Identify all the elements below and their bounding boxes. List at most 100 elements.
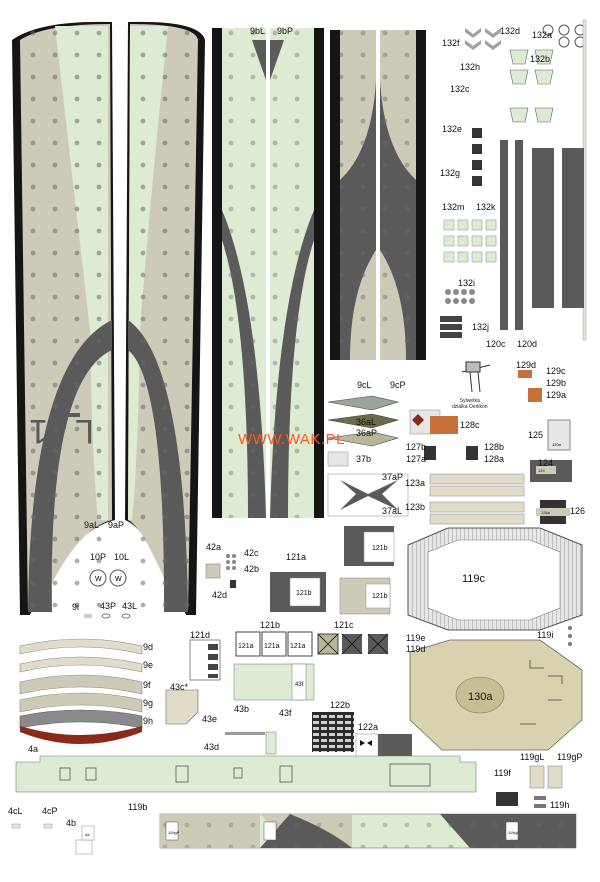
- parts-group-42: [205, 554, 236, 588]
- label-123a: 123a: [405, 478, 425, 488]
- label-4cL: 4cL: [8, 806, 23, 816]
- tag-124: 124: [538, 468, 545, 473]
- label-43d: 43d: [204, 742, 219, 752]
- label-42d: 42d: [212, 590, 227, 600]
- parts-group-43: [165, 663, 315, 755]
- label-132c: 132c: [450, 84, 470, 94]
- curved-strips-9d-9h: [19, 638, 143, 744]
- tag-121a-2: 121a: [264, 643, 280, 650]
- parts-group-122: [312, 712, 412, 761]
- tag-121a-3: 121a: [290, 643, 306, 650]
- parts-group-127-128: 124: [424, 446, 572, 482]
- hull-side-4a: [15, 755, 477, 793]
- tag-120a: 120a: [552, 442, 562, 447]
- oerlikon-silhouette: [461, 361, 491, 393]
- label-9bL: 9bL: [250, 26, 265, 36]
- label-119i: 119i: [537, 630, 553, 640]
- deck-strip-9cP: [380, 30, 426, 360]
- tag-126a: 126a: [541, 510, 551, 515]
- label-4b: 4b: [66, 818, 76, 828]
- label-9aL: 9aL: [84, 520, 99, 530]
- label-9h: 9h: [143, 716, 153, 726]
- label-132k: 132k: [476, 202, 496, 212]
- part-126: 126a: [536, 500, 570, 524]
- deck-strip-9cL: [330, 30, 376, 360]
- label-4a: 4a: [28, 744, 38, 754]
- parts-group-119f-h: [496, 765, 563, 808]
- label-132i: 132i: [458, 278, 475, 288]
- label-128c: 128c: [460, 420, 480, 430]
- tag-121b-1: 121b: [372, 545, 388, 552]
- label-122a: 122a: [358, 722, 378, 732]
- parts-121-tags: 121b 121b 121b 121a 121a 121a 43f: [238, 545, 388, 688]
- label-10L: 10L: [114, 552, 129, 562]
- deck-strip-9bL: [212, 28, 266, 518]
- label-9f: 9f: [143, 680, 151, 690]
- label-42c: 42c: [244, 548, 259, 558]
- label-132g: 132g: [440, 168, 460, 178]
- label-121c: 121c: [334, 620, 354, 630]
- label-130a: 130a: [468, 691, 493, 703]
- label-9i: 9i: [72, 602, 79, 612]
- label-9aP: 9aP: [108, 520, 124, 530]
- label-43e: 43e: [202, 714, 217, 724]
- label-10P: 10P: [90, 552, 106, 562]
- label-43b: 43b: [234, 704, 249, 714]
- label-132m: 132m: [442, 202, 465, 212]
- tag-43f: 43f: [295, 682, 304, 688]
- label-126: 126: [570, 506, 585, 516]
- label-4cP: 4cP: [42, 806, 58, 816]
- label-129b: 129b: [546, 378, 566, 388]
- tag-119gL: 119gL: [508, 830, 520, 835]
- label-119f: 119f: [494, 768, 511, 778]
- deck-panel-9aL: L 41: [12, 21, 115, 616]
- tag-4a: 4a: [85, 832, 90, 837]
- label-36aP: 36aP: [356, 428, 377, 438]
- label-129d: 129d: [516, 360, 536, 370]
- label-132e: 132e: [442, 124, 462, 134]
- label-42a: 42a: [206, 542, 221, 552]
- label-119c: 119c: [462, 573, 486, 585]
- label-120c: 120c: [486, 339, 506, 349]
- tag-121b-2: 121b: [296, 590, 312, 597]
- label-9cL: 9cL: [357, 380, 372, 390]
- hull-marking-left: L 41: [29, 412, 94, 450]
- label-119gP: 119gP: [557, 752, 582, 762]
- label-125: 125: [528, 430, 543, 440]
- watermark: WWW.WAK.PL: [238, 431, 345, 448]
- oerlikon-note-line-1: Sylwetka: [459, 398, 480, 404]
- label-132f: 132f: [442, 38, 460, 48]
- deck-part-119c: [407, 527, 583, 631]
- parts-group-132: [440, 19, 587, 341]
- label-119gL: 119gL: [520, 752, 544, 762]
- tag-W-right: W: [115, 576, 122, 583]
- tag-121b-3: 121b: [372, 593, 388, 600]
- oerlikon-note: Sylwetka dzialka Oerlikon: [452, 398, 488, 410]
- label-128b: 128b: [484, 442, 504, 452]
- label-132h: 132h: [460, 62, 480, 72]
- label-121a: 121a: [286, 552, 306, 562]
- tag-W-left: W: [95, 576, 102, 583]
- part-labels: 9aL 9aP 9bL 9bP 9cL 9cP 9i 9d 9e 9f 9g 9…: [8, 26, 585, 828]
- deck-strip-9bP: [270, 28, 324, 518]
- hull-strip-119b: 119gP 119gL: [159, 813, 577, 849]
- label-120d: 120d: [517, 339, 537, 349]
- deck-part-119d: [409, 626, 583, 751]
- label-36aL: 36aL: [356, 417, 376, 427]
- label-9bP: 9bP: [277, 26, 293, 36]
- label-9e: 9e: [143, 660, 153, 670]
- label-43P: 43P: [100, 601, 116, 611]
- parts-group-36-37: [327, 395, 458, 517]
- label-43f: 43f: [279, 708, 292, 718]
- label-129a: 129a: [546, 390, 566, 400]
- label-132b: 132b: [530, 54, 550, 64]
- label-127a: 127a: [406, 454, 426, 464]
- label-119d: 119d: [406, 644, 425, 654]
- label-121b: 121b: [260, 620, 280, 630]
- label-132a: 132a: [532, 30, 552, 40]
- oerlikon-note-line-2: dzialka Oerlikon: [452, 404, 488, 410]
- label-37aL: 37aL: [382, 506, 402, 516]
- label-124: 124: [538, 458, 553, 468]
- label-128a: 128a: [484, 454, 504, 464]
